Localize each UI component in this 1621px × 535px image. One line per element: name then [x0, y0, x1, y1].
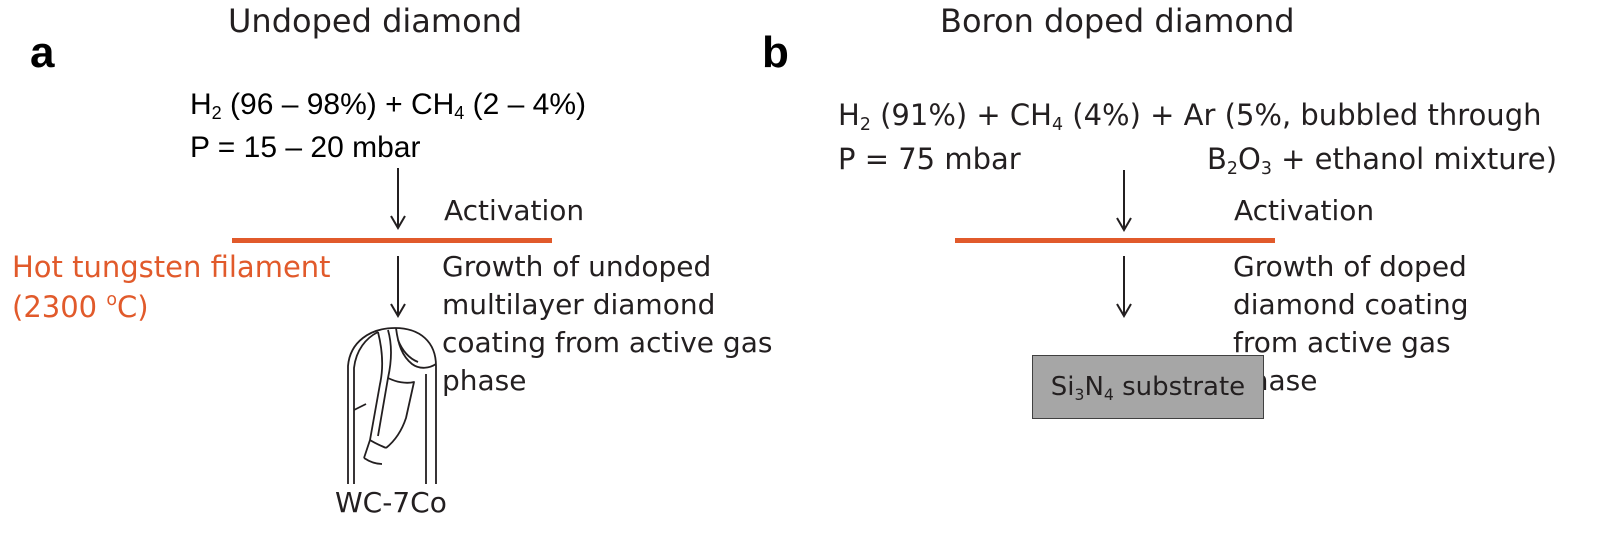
panel-b-growth-description: Growth of doped diamond coating from act… [1233, 248, 1469, 400]
nitrogen-text: N [1084, 372, 1104, 402]
h2-text: H [190, 88, 212, 121]
panel-a-pressure: P = 15 – 20 mbar [190, 131, 421, 164]
down-arrow-icon [1116, 256, 1132, 318]
substrate-label: Si3N4 substrate [1050, 372, 1246, 404]
oxygen-text: O [1237, 142, 1261, 176]
filament-temperature: (2300 oC) [12, 288, 149, 326]
panel-a-gas-mixture: H2 (96 – 98%) + CH4 (2 – 4%) [190, 88, 586, 122]
panel-b-filament-line [955, 238, 1275, 243]
panel-b-title: Boron doped diamond [940, 2, 1295, 40]
panel-a-title: Undoped diamond [228, 2, 523, 40]
down-arrow-icon [1116, 170, 1132, 232]
substrate-box: Si3N4 substrate [1032, 355, 1264, 419]
silicon-subscript: 3 [1074, 386, 1085, 404]
temp-suffix: C) [116, 290, 149, 324]
end-mill-tool-icon [347, 327, 437, 484]
boron-text: B [1207, 142, 1227, 176]
filament-label: Hot tungsten filament [12, 250, 331, 284]
ch4-ar-percentage: (4%) + Ar (5%, bubbled through [1063, 98, 1542, 132]
ch4-percentage: (2 – 4%) [464, 88, 587, 121]
growth-line: Growth of undoped [442, 250, 712, 283]
ch4-subscript: 4 [1052, 115, 1064, 135]
panel-a-filament-line [232, 238, 552, 243]
oxygen-subscript: 3 [1260, 159, 1272, 179]
panel-b-bubbler-mixture: B2O3 + ethanol mixture) [1207, 140, 1557, 178]
growth-line: Growth of doped [1233, 250, 1467, 283]
growth-line: coating from active gas [442, 326, 773, 359]
down-arrow-icon [390, 256, 406, 318]
nitrogen-subscript: 4 [1103, 386, 1114, 404]
growth-line: phase [442, 364, 527, 397]
growth-line: phase [1233, 364, 1318, 397]
h2-subscript: 2 [859, 115, 871, 135]
silicon-text: Si [1050, 372, 1075, 402]
tool-label: WC-7Co [335, 486, 447, 519]
panel-b-gas-mixture: H2 (91%) + CH4 (4%) + Ar (5%, bubbled th… [838, 96, 1541, 134]
h2-percentage: (91%) + CH [870, 98, 1052, 132]
panel-b-pressure: P = 75 mbar [838, 142, 1021, 176]
h2-text: H [838, 98, 860, 132]
panel-b-activation-label: Activation [1234, 194, 1375, 227]
ch4-subscript: 4 [454, 103, 465, 123]
h2-percentage: (96 – 98%) + CH [221, 88, 455, 121]
boron-subscript: 2 [1226, 159, 1238, 179]
temp-prefix: (2300 [12, 290, 107, 324]
panel-a-activation-label: Activation [444, 194, 585, 227]
temp-degree: o [106, 290, 117, 310]
panel-a-letter: a [30, 28, 55, 77]
substrate-suffix: substrate [1113, 372, 1246, 402]
down-arrow-icon [390, 168, 406, 230]
h2-subscript: 2 [211, 103, 222, 123]
growth-line: multilayer diamond [442, 288, 716, 321]
panel-b-letter: b [762, 28, 789, 77]
ethanol-mixture-text: + ethanol mixture) [1271, 142, 1558, 176]
growth-line: diamond coating [1233, 288, 1469, 321]
growth-line: from active gas [1233, 326, 1451, 359]
panel-a-growth-description: Growth of undoped multilayer diamond coa… [442, 248, 772, 400]
